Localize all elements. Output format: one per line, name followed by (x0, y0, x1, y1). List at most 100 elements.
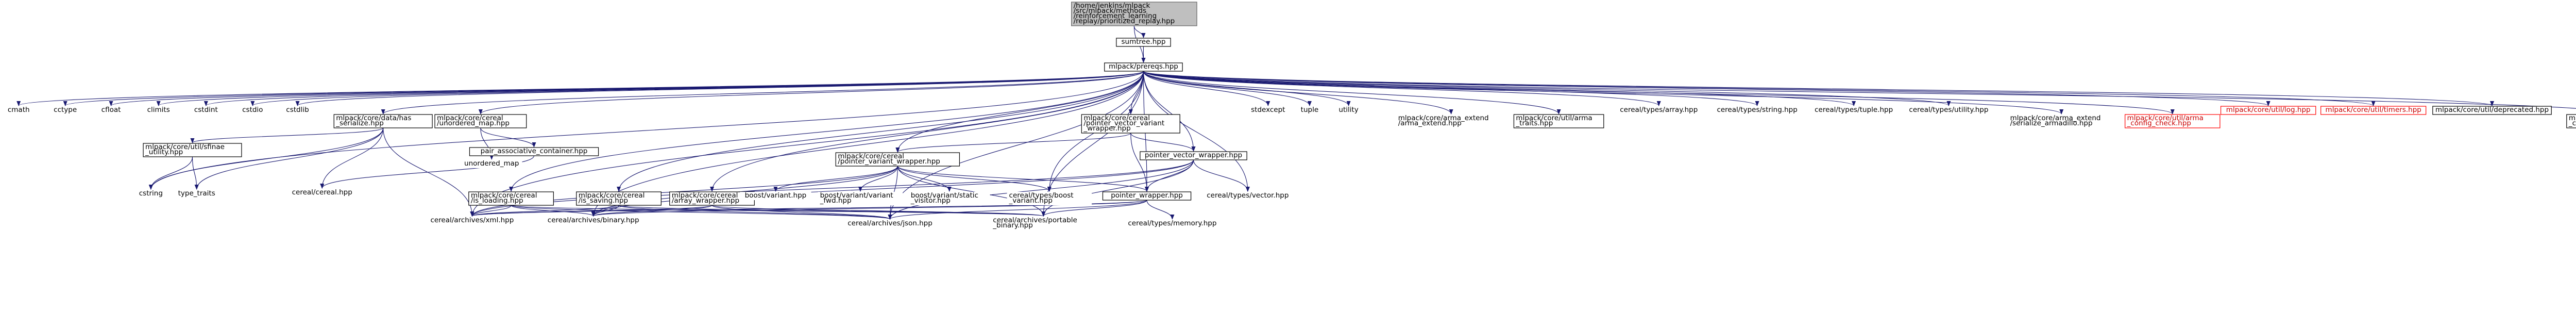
node-type-traits: type_traits (170, 189, 223, 198)
node-label: cereal/types/array.hpp (1620, 106, 1698, 114)
node-timers-hpp[interactable]: mlpack/core/util/timers.hpp (2320, 106, 2427, 115)
node-label: mlpack/core/data/has (336, 114, 411, 122)
edge-prereqs-to-pointer_variant_wrapper (895, 71, 1144, 153)
node-box (1081, 114, 1180, 134)
node-label: cmath (8, 106, 30, 114)
node-cmath: cmath (3, 106, 34, 114)
node-ctypes-boost-variant: cereal/types/boost_variant.hpp (1007, 191, 1092, 205)
node-label: cereal/types/memory.hpp (1128, 219, 1216, 227)
node-archives-json: cereal/archives/json.hpp (840, 219, 940, 228)
edge-prereqs-to-archives_binary (591, 71, 1144, 217)
node-pvw[interactable]: mlpack/core/cereal/pointer_vector_varian… (1081, 114, 1180, 134)
node-ctypes-utility: cereal/types/utility.hpp (1901, 106, 1996, 114)
node-label: cereal/archives/portable (993, 216, 1077, 224)
edge-pvw-to-pointer_wrapper (1130, 133, 1149, 192)
node-pair-assoc[interactable]: pair_associative_container.hpp (469, 147, 599, 156)
edge-pointer_vector_wrapper-to-archives_xml (470, 159, 1194, 217)
edge-prereqs-to-arma_config_check (1143, 71, 2175, 114)
node-size-checks[interactable]: mlpack/core/util/size_checks.hpp (2566, 114, 2576, 128)
node-label: /array_wrapper.hpp (672, 197, 739, 205)
edge-prereqs-to-deprecated_hpp (1143, 71, 2494, 106)
node-label: _wrapper.hpp (1083, 124, 1130, 133)
node-box (1396, 114, 1506, 128)
node-label: cereal/archives/xml.hpp (430, 216, 514, 224)
node-box (133, 190, 168, 198)
node-arma-config-check[interactable]: mlpack/core/util/arma_config_check.hpp (2125, 114, 2221, 128)
node-box (288, 189, 357, 197)
node-box (818, 192, 903, 205)
node-label: mlpack/core/util/timers.hpp (2326, 106, 2421, 114)
node-box (95, 106, 127, 114)
node-label: cereal/cereal.hpp (292, 188, 352, 197)
edge-array_wrapper-to-archives_portable (711, 205, 1045, 217)
node-cctype: cctype (48, 106, 82, 114)
node-unordered-map-hpp[interactable]: mlpack/core/cereal/unordered_map.hpp (434, 114, 527, 128)
node-log-hpp[interactable]: mlpack/core/util/log.hpp (2220, 106, 2316, 115)
edge-prereqs-to-is_saving (617, 71, 1144, 192)
node-label: tuple (1301, 106, 1318, 114)
edge-prereqs-to-arma_extend (1143, 71, 1453, 114)
edge-array_wrapper-to-archives_json (711, 205, 892, 220)
node-box (1243, 106, 1293, 114)
node-pointer-variant-wrapper[interactable]: mlpack/core/cereal/pointer_variant_wrapp… (835, 152, 960, 167)
node-ctypes-memory: cereal/types/memory.hpp (1120, 219, 1225, 228)
node-label: /pointer_variant_wrapper.hpp (838, 157, 940, 166)
node-cstdlib: cstdlib (279, 106, 316, 114)
node-root[interactable]: /home/jenkins/mlpack/src/mlpack/methods/… (1071, 2, 1197, 26)
node-deprecated-hpp[interactable]: mlpack/core/util/deprecated.hpp (2432, 106, 2552, 115)
node-sfinae-utility[interactable]: mlpack/core/util/sfinae_utility.hpp (143, 143, 242, 157)
node-is-loading[interactable]: mlpack/core/cereal/is_loading.hpp (468, 191, 554, 206)
node-pointer-vector-wrapper[interactable]: pointer_vector_wrapper.hpp (1140, 151, 1247, 160)
node-label: mlpack/core/cereal (437, 114, 503, 122)
node-box (1612, 106, 1706, 114)
node-arma-traits[interactable]: mlpack/core/util/arma_traits.hpp (1513, 114, 1604, 128)
node-pointer-wrapper[interactable]: pointer_wrapper.hpp (1102, 191, 1192, 201)
node-prereqs[interactable]: mlpack/prereqs.hpp (1104, 62, 1183, 72)
node-ctypes-tuple: cereal/types/tuple.hpp (1808, 106, 1900, 114)
node-ctypes-string: cereal/types/string.hpp (1709, 106, 1805, 114)
edge-prereqs-to-timers_hpp (1143, 71, 2376, 106)
node-box (2566, 114, 2576, 128)
node-box (468, 191, 554, 206)
node-label: mlpack/prereqs.hpp (1109, 62, 1178, 71)
node-label: mlpack/core/util/sfinae (145, 143, 225, 151)
node-label: cereal/archives/binary.hpp (548, 216, 639, 224)
node-label: mlpack/core/cereal (471, 191, 537, 200)
node-box (461, 160, 522, 168)
node-label: mlpack/core/util/arma (1516, 114, 1592, 122)
node-label: pointer_wrapper.hpp (1111, 191, 1183, 200)
edge-pvw-to-pointer_vector_wrapper (1130, 133, 1196, 152)
node-label: boost/variant/static (911, 191, 978, 200)
node-serialize-armadillo: mlpack/core/arma_extend/serialize_armadi… (2008, 114, 2115, 128)
edge-prereqs-to-cstdlib (295, 71, 1144, 106)
edge-prereqs-to-tuple (1143, 71, 1312, 106)
edge-has_serialize-to-type_traits (194, 127, 384, 190)
node-label: _serialize.hpp (335, 119, 384, 127)
node-label: mlpack/core/arma_extend (2010, 114, 2101, 122)
node-is-saving[interactable]: mlpack/core/cereal/is_saving.hpp (576, 191, 662, 206)
node-sumtree[interactable]: sumtree.hpp (1116, 38, 1171, 47)
node-array-wrapper[interactable]: mlpack/core/cereal/array_wrapper.hpp (669, 191, 755, 206)
node-label: cctype (54, 106, 77, 114)
edge-prereqs-to-archives_xml (470, 71, 1144, 217)
node-label: boost/variant/variant (820, 191, 893, 200)
node-label: mlpack/core/util/arma (2127, 114, 2204, 122)
node-archives-portable: cereal/archives/portable_binary.hpp (991, 216, 1096, 230)
edge-prereqs-to-ctypes_tuple (1143, 71, 1856, 106)
edge-pair_assoc-to-cereal_hpp (320, 155, 535, 189)
node-box (1104, 62, 1183, 72)
node-label: mlpack/core/arma_extend (1398, 114, 1489, 122)
edge-prereqs-to-ctypes_utility (1143, 71, 1951, 106)
node-box (2432, 106, 2552, 115)
edge-is_saving-to-archives_json (618, 205, 892, 220)
node-box (141, 106, 176, 114)
node-box (2125, 114, 2221, 128)
node-box (1120, 220, 1225, 228)
node-cereal-hpp: cereal/cereal.hpp (288, 188, 357, 197)
node-box (2008, 114, 2115, 128)
node-label: /replay/prioritized_replay.hpp (1074, 17, 1175, 25)
node-label: mlpack/core/cereal (579, 191, 645, 200)
edge-pvw-to-pointer_variant_wrapper (895, 133, 1131, 153)
node-has-serialize[interactable]: mlpack/core/data/has_serialize.hpp (333, 114, 433, 128)
